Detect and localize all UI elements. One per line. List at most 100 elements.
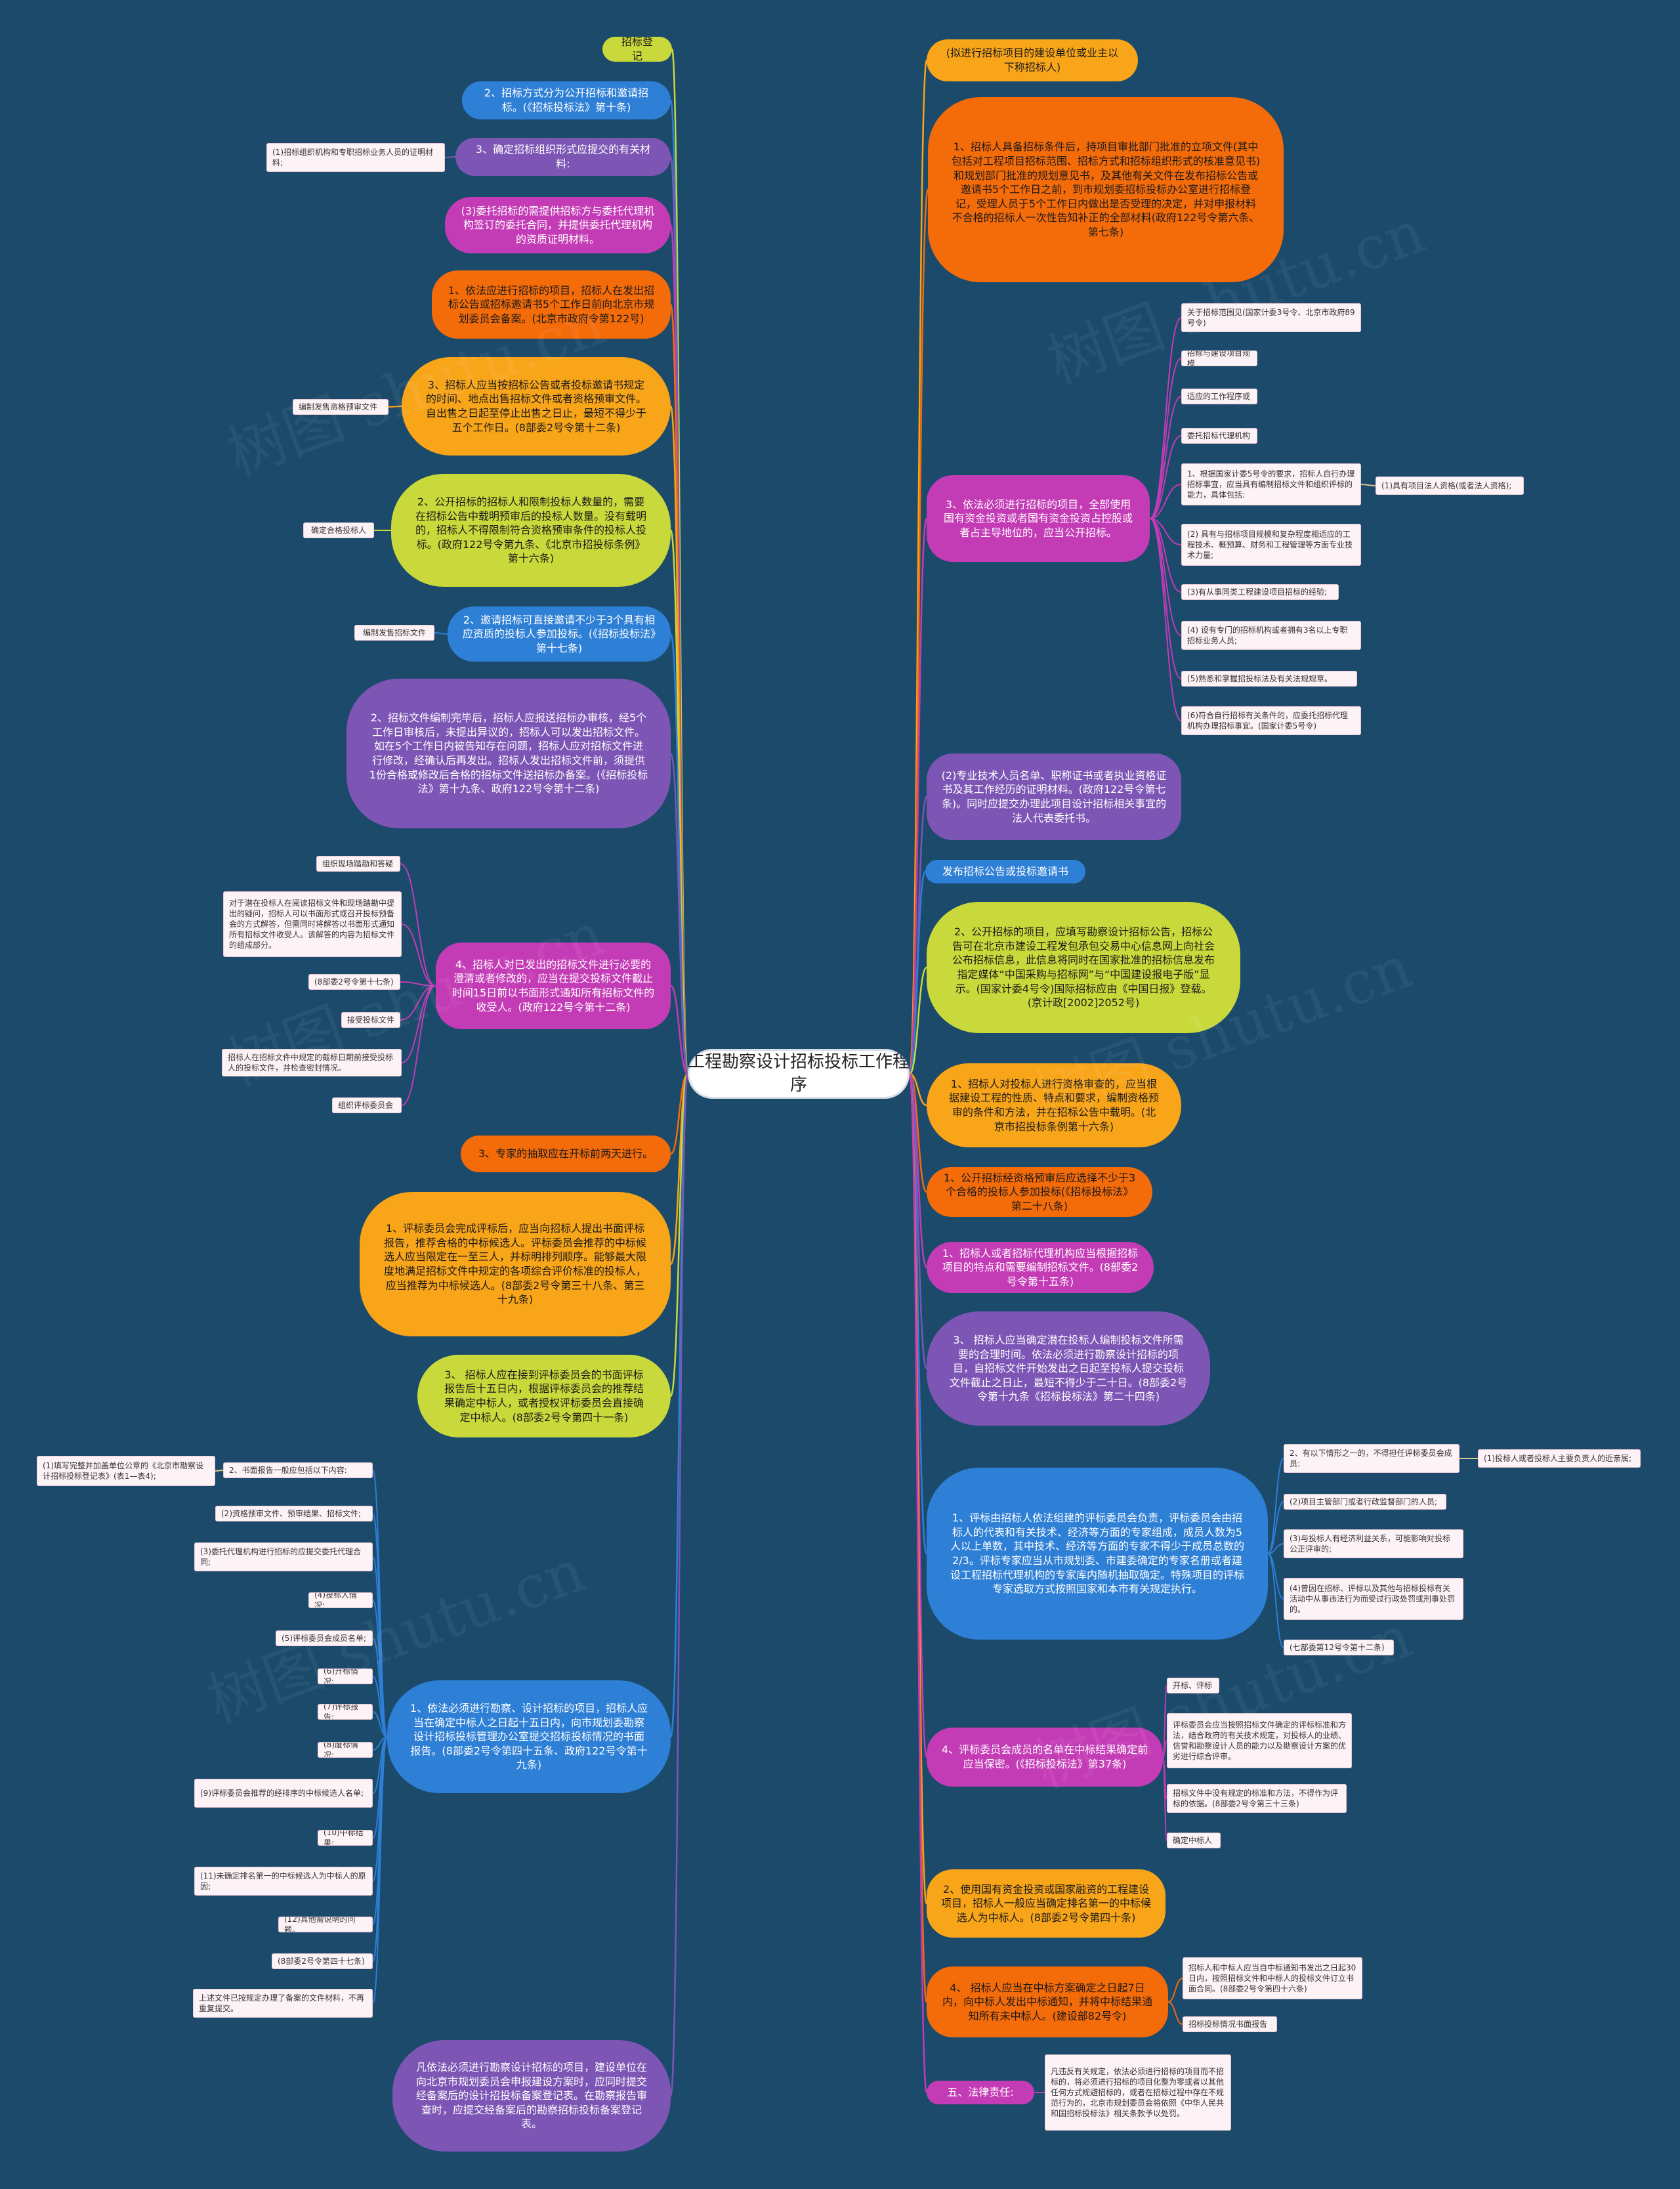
- node-zhuanye-jishu-renyuan[interactable]: (2)专业技术人员名单、职称证书或者执业资格证书及其工作经历的证明材料。(政府1…: [927, 754, 1181, 840]
- leaf-toubiaoren-qingkuang[interactable]: (4)投标人情况;: [308, 1592, 373, 1608]
- connector: [669, 985, 689, 1075]
- leaf-yushen-wenjian[interactable]: (2)资格预审文件、预审结果、招标文件;: [215, 1506, 373, 1521]
- node-shumian-baogao-tijiao[interactable]: 1、依法必须进行勘察、设计招标的项目，招标人应当在确定中标人之日起十五日内，向市…: [387, 1680, 671, 1793]
- leaf-jingji-liyi[interactable]: (3)与投标人有经济利益关系，可能影响对投标公正评审的;: [1284, 1529, 1463, 1558]
- node-pingbiao-weiyuanhui-zujian[interactable]: 1、评标由招标人依法组建的评标委员会负责，评标委员会由招标人的代表和有关技术、经…: [927, 1468, 1268, 1640]
- leaf-qita-wenti[interactable]: (12)其他需说明的问题。: [278, 1917, 373, 1932]
- leaf-falv-zeren-neirong[interactable]: 凡违反有关规定，依法必须进行招标的项目而不招标的，将必须进行招标的项目化整为零或…: [1045, 2054, 1231, 2131]
- node-pingbiao-baogao[interactable]: 1、评标委员会完成评标后，应当向招标人提出书面评标报告，推荐合格的中标候选人。评…: [360, 1192, 671, 1336]
- node-chengqing-xiugai[interactable]: 4、招标人对已发出的招标文件进行必要的澄清或者修改的，应当在提交投标文件截止时间…: [436, 943, 671, 1029]
- leaf-tonglei-jingyan[interactable]: (3)有从事同类工程建设项目招标的经验;: [1181, 584, 1339, 600]
- node-zhaobiaoren-dingyi[interactable]: (拟进行招标项目的建设单位或业主以下称招标人): [927, 39, 1138, 81]
- leaf-queding-hege-toubiaoren[interactable]: 确定合格投标人: [303, 522, 374, 538]
- connector: [215, 1470, 224, 1472]
- leaf-jiebiao-riqi[interactable]: 招标人在招标文件中规定的截标日期前接受投标人的投标文件，并检查密封情况。: [222, 1049, 402, 1076]
- connector: [372, 1736, 388, 1882]
- connector: [372, 1600, 388, 1737]
- leaf-zhuguan-bumen[interactable]: (2)项目主管部门或者行政监督部门的人员;: [1284, 1494, 1446, 1510]
- leaf-qingkuang-shumian-baogao[interactable]: 招标投标情况书面报告: [1183, 2016, 1277, 2032]
- connector: [669, 405, 689, 1075]
- connector: [372, 1736, 388, 1838]
- leaf-xingzheng-chufa[interactable]: (4)曾因在招标、评标以及其他与招标投标有关活动中从事违法行为而受过行政处罚或刑…: [1284, 1578, 1463, 1620]
- leaf-feibiao-qingkuang[interactable]: (8)废标情况;: [318, 1742, 373, 1758]
- connector: [1149, 317, 1182, 519]
- leaf-xianchang-takan[interactable]: 组织现场踏勘和答疑: [316, 856, 400, 872]
- node-paiming-diyi[interactable]: 2、使用国有资金投资或国家融资的工程建设项目，招标人一般应当确定排名第一的中标候…: [927, 1869, 1166, 1938]
- leaf-ziban-zhaobiao-nengli[interactable]: 1、根据国家计委5号令的要求，招标人自行办理招标事宜，应当具有编制招标文件和组织…: [1181, 463, 1361, 505]
- node-zhuanjia-chouqu[interactable]: 3、专家的抽取应在开标前两天进行。: [461, 1136, 671, 1172]
- connector: [1267, 1501, 1284, 1554]
- node-beian-gongzuori[interactable]: 1、依法应进行招标的项目，招标人在发出招标公告或招标邀请书5个工作日前向北京市规…: [432, 270, 671, 339]
- leaf-zhongbiao-jieguo[interactable]: (10)中标结果;: [318, 1830, 373, 1846]
- leaf-dengjibiao[interactable]: (1)填写完整并加盖单位公章的《北京市勘察设计招标投标登记表》(表1—表4);: [37, 1456, 215, 1486]
- leaf-weituo-daili-jigou[interactable]: 委托招标代理机构: [1181, 428, 1257, 444]
- leaf-weiqueding-yuanyin[interactable]: (11)未确定排名第一的中标候选人为中标人的原因;: [194, 1867, 373, 1896]
- leaf-buzai-chongfu-tijiao[interactable]: 上述文件已按规定办理了备案的文件材料，不再重复提交。: [193, 1989, 373, 2018]
- node-yaoqing-zhaobiao[interactable]: 2、邀请招标可直接邀请不少于3个具有相应资质的投标人参加投标。(《招标投标法》第…: [448, 606, 671, 662]
- leaf-weituo-daili-hetong[interactable]: (3)委托代理机构进行招标的应提交委托代理合同;: [194, 1542, 373, 1571]
- connector: [908, 1073, 928, 2094]
- node-fabu-zhaobiao-gonggao[interactable]: 发布招标公告或投标邀请书: [925, 860, 1085, 883]
- connector: [372, 1711, 388, 1737]
- leaf-zhaobiao-jigou-zhengming[interactable]: (1)招标组织机构和专职招标业务人员的证明材料;: [266, 143, 445, 172]
- leaf-zhuanmen-jigou[interactable]: (4) 设有专门的招标机构或者拥有3名以上专职招标业务人员;: [1181, 621, 1361, 650]
- leaf-houxuanren-mingdan[interactable]: (9)评标委员会推荐的经排序的中标候选人名单;: [194, 1779, 373, 1808]
- leaf-pingbiao-baogao[interactable]: (7)评标报告;: [318, 1704, 373, 1720]
- node-gongkai-zhaobiao-xinxi[interactable]: 2、公开招标的项目，应填写勘察设计招标公告，招标公告可在北京市建设工程发包承包交…: [927, 902, 1240, 1033]
- node-bianzhi-zhaobiao-wenjian[interactable]: 1、招标人或者招标代理机构应当根据招标项目的特点和需要编制招标文件。(8部委2号…: [927, 1242, 1154, 1293]
- leaf-pingbiao-yiju[interactable]: 招标文件中没有规定的标准和方法，不得作为评标的依据。(8部委2号令第三十三条): [1167, 1784, 1347, 1813]
- leaf-bianzhi-fashou-zhaobiao-wenjian[interactable]: 编制发售招标文件: [354, 625, 434, 641]
- connector: [669, 303, 689, 1075]
- node-zhongbiao-tongzhi[interactable]: 4、 招标人应当在中标方案确定之日起7日内，向中标人发出中标通知，并将中标结果通…: [927, 1966, 1168, 2037]
- leaf-shumian-baogao-neirong[interactable]: 2、书面报告一般应包括以下内容:: [223, 1462, 373, 1478]
- leaf-xiangmu-faren-zige[interactable]: (1)具有项目法人资格(或者法人资格);: [1376, 477, 1524, 495]
- node-weituo-hetong[interactable]: (3)委托招标的需提供招标方与委托代理机构签订的委托合同，并提供委托代理机构的资…: [445, 197, 671, 253]
- node-zige-yushen-hou[interactable]: 1、公开招标经资格预审后应选择不少于3个合格的投标人参加投标(《招标投标法》第二…: [927, 1167, 1152, 1217]
- connector: [372, 1736, 388, 1794]
- leaf-shumian-hetong[interactable]: 招标人和中标人应当自中标通知书发出之日起30日内，按照招标文件和中标人的投标文件…: [1183, 1957, 1362, 1999]
- connector: [909, 1073, 927, 1107]
- leaf-jinqinshu[interactable]: (1)投标人或者投标人主要负责人的近亲属;: [1478, 1449, 1641, 1468]
- node-zhaobiao-wenjian-shenhe[interactable]: 2、招标文件编制完毕后，招标人应报送招标办审核，经5个工作日审核后，未提出异议的…: [346, 679, 671, 828]
- node-queding-zhongbiaoren[interactable]: 3、 招标人应在接到评标委员会的书面评标报告后十五日内，根据评标委员会的推荐结果…: [417, 1355, 671, 1437]
- node-falv-zeren[interactable]: 五、法律责任:: [927, 2081, 1034, 2104]
- node-zige-shencha[interactable]: 1、招标人对投标人进行资格审查的，应当根据建设工程的性质、特点和要求，编制资格预…: [927, 1063, 1181, 1147]
- root-topic[interactable]: 工程勘察设计招标投标工作程序: [688, 1049, 910, 1099]
- node-chushou-zhaobiao-wenjian[interactable]: 3、招标人应当按招标公告或者投标邀请书规定的时间、地点出售招标文件或者资格预审文…: [402, 357, 671, 456]
- connector: [669, 1073, 689, 2097]
- connector: [908, 1073, 928, 1758]
- leaf-weituo-daili-banli[interactable]: (6)符合自行招标有关条件的，应委托招标代理机构办理招标事宜。(国家计委5号令): [1181, 706, 1361, 735]
- leaf-jieshou-toubiao-wenjian[interactable]: 接受投标文件: [341, 1012, 400, 1028]
- leaf-8buwei-2hao-17[interactable]: (8部委2号令第十七条): [308, 974, 400, 990]
- leaf-xiangmu-guimo[interactable]: 招标与建设项目规模: [1181, 351, 1257, 366]
- node-zuzhi-xingshi-cailiao[interactable]: 3、确定招标组织形式应提交的有关材料:: [455, 138, 671, 176]
- leaf-gongzuo-chengxu[interactable]: 适应的工作程序或: [1181, 389, 1257, 404]
- node-xianzhi-toubiao-renshu[interactable]: 2、公开招标的招标人和限制投标人数量的，需要在招标公告中载明预审后的投标人数量。…: [391, 474, 671, 587]
- leaf-qibuwei-12hao[interactable]: (七部委第12号令第十二条): [1284, 1640, 1394, 1655]
- leaf-8buwei-2hao-47[interactable]: (8部委2号令第四十七条): [272, 1953, 373, 1969]
- leaf-bianzhi-fashou-zige-yushen[interactable]: 编制发售资格预审文件: [293, 399, 388, 415]
- leaf-queding-zhongbiaoren[interactable]: 确定中标人: [1167, 1833, 1221, 1848]
- connector: [1267, 1553, 1284, 1600]
- leaf-shuxi-fagui[interactable]: (5)熟悉和掌握招投标法及有关法规规章。: [1181, 671, 1357, 687]
- node-zhaobiao-fangshi[interactable]: 2、招标方式分为公开招标和邀请招标。(《招标投标法》第十条): [462, 81, 671, 119]
- leaf-pingbiao-chengyuan-mingdan[interactable]: (5)评标委员会成员名单;: [276, 1630, 373, 1646]
- leaf-bude-danren[interactable]: 2、有以下情形之一的，不得担任评标委员会成员:: [1284, 1444, 1460, 1473]
- leaf-zhuanye-jishu-liliang[interactable]: (2) 具有与招标项目规模和复杂程度相适应的工程技术、概预算、财务和工程管理等方…: [1181, 524, 1361, 566]
- node-toubiao-shijian[interactable]: 3、 招标人应当确定潜在投标人编制投标文件所需要的合理时间。依法必须进行勘察设计…: [927, 1311, 1210, 1426]
- leaf-zuzhi-pingbiao-weiyuanhui[interactable]: 组织评标委员会: [332, 1097, 402, 1113]
- connector: [669, 1073, 689, 1397]
- leaf-kaibiao-pingbiao[interactable]: 开标、评标: [1167, 1678, 1219, 1693]
- node-gongkai-zhaobiao-tiaojian[interactable]: 3、依法必须进行招标的项目，全部使用国有资金投资或者国有资金投资占控股或者占主导…: [927, 475, 1150, 562]
- leaf-yiwen-jieda[interactable]: 对于潜在投标人在阅读招标文件和现场踏勘中提出的疑问，招标人可以书面形式或召开投标…: [223, 891, 402, 957]
- connector: [1149, 396, 1182, 519]
- node-zhaobiao-dengji-shouli[interactable]: 1、招标人具备招标条件后，持项目审批部门批准的立项文件(其中包括对工程项目招标范…: [928, 97, 1284, 282]
- leaf-pingbiao-biaozhun[interactable]: 评标委员会应当按照招标文件确定的评标标准和方法，结合政府的有关技术规定，对投标人…: [1167, 1713, 1352, 1768]
- leaf-kaibiao-qingkuang[interactable]: (6)开标情况;: [318, 1668, 373, 1684]
- node-beian-dengjibiao[interactable]: 凡依法必须进行勘察设计招标的项目，建设单位在向北京市规划委员会申报建设方案时，应…: [392, 2040, 671, 2152]
- connector: [908, 1073, 928, 1555]
- connector: [669, 156, 689, 1075]
- node-zhaobiao-dengji[interactable]: 招标登记: [602, 37, 672, 62]
- leaf-zhaobiao-fanwei[interactable]: 关于招标范围见(国家计委3号令、北京市政府89号令): [1181, 303, 1361, 332]
- node-pingwei-mingdan-baomi[interactable]: 4、评标委员会成员的名单在中标结果确定前应当保密。(《招标投标法》第37条): [927, 1728, 1163, 1787]
